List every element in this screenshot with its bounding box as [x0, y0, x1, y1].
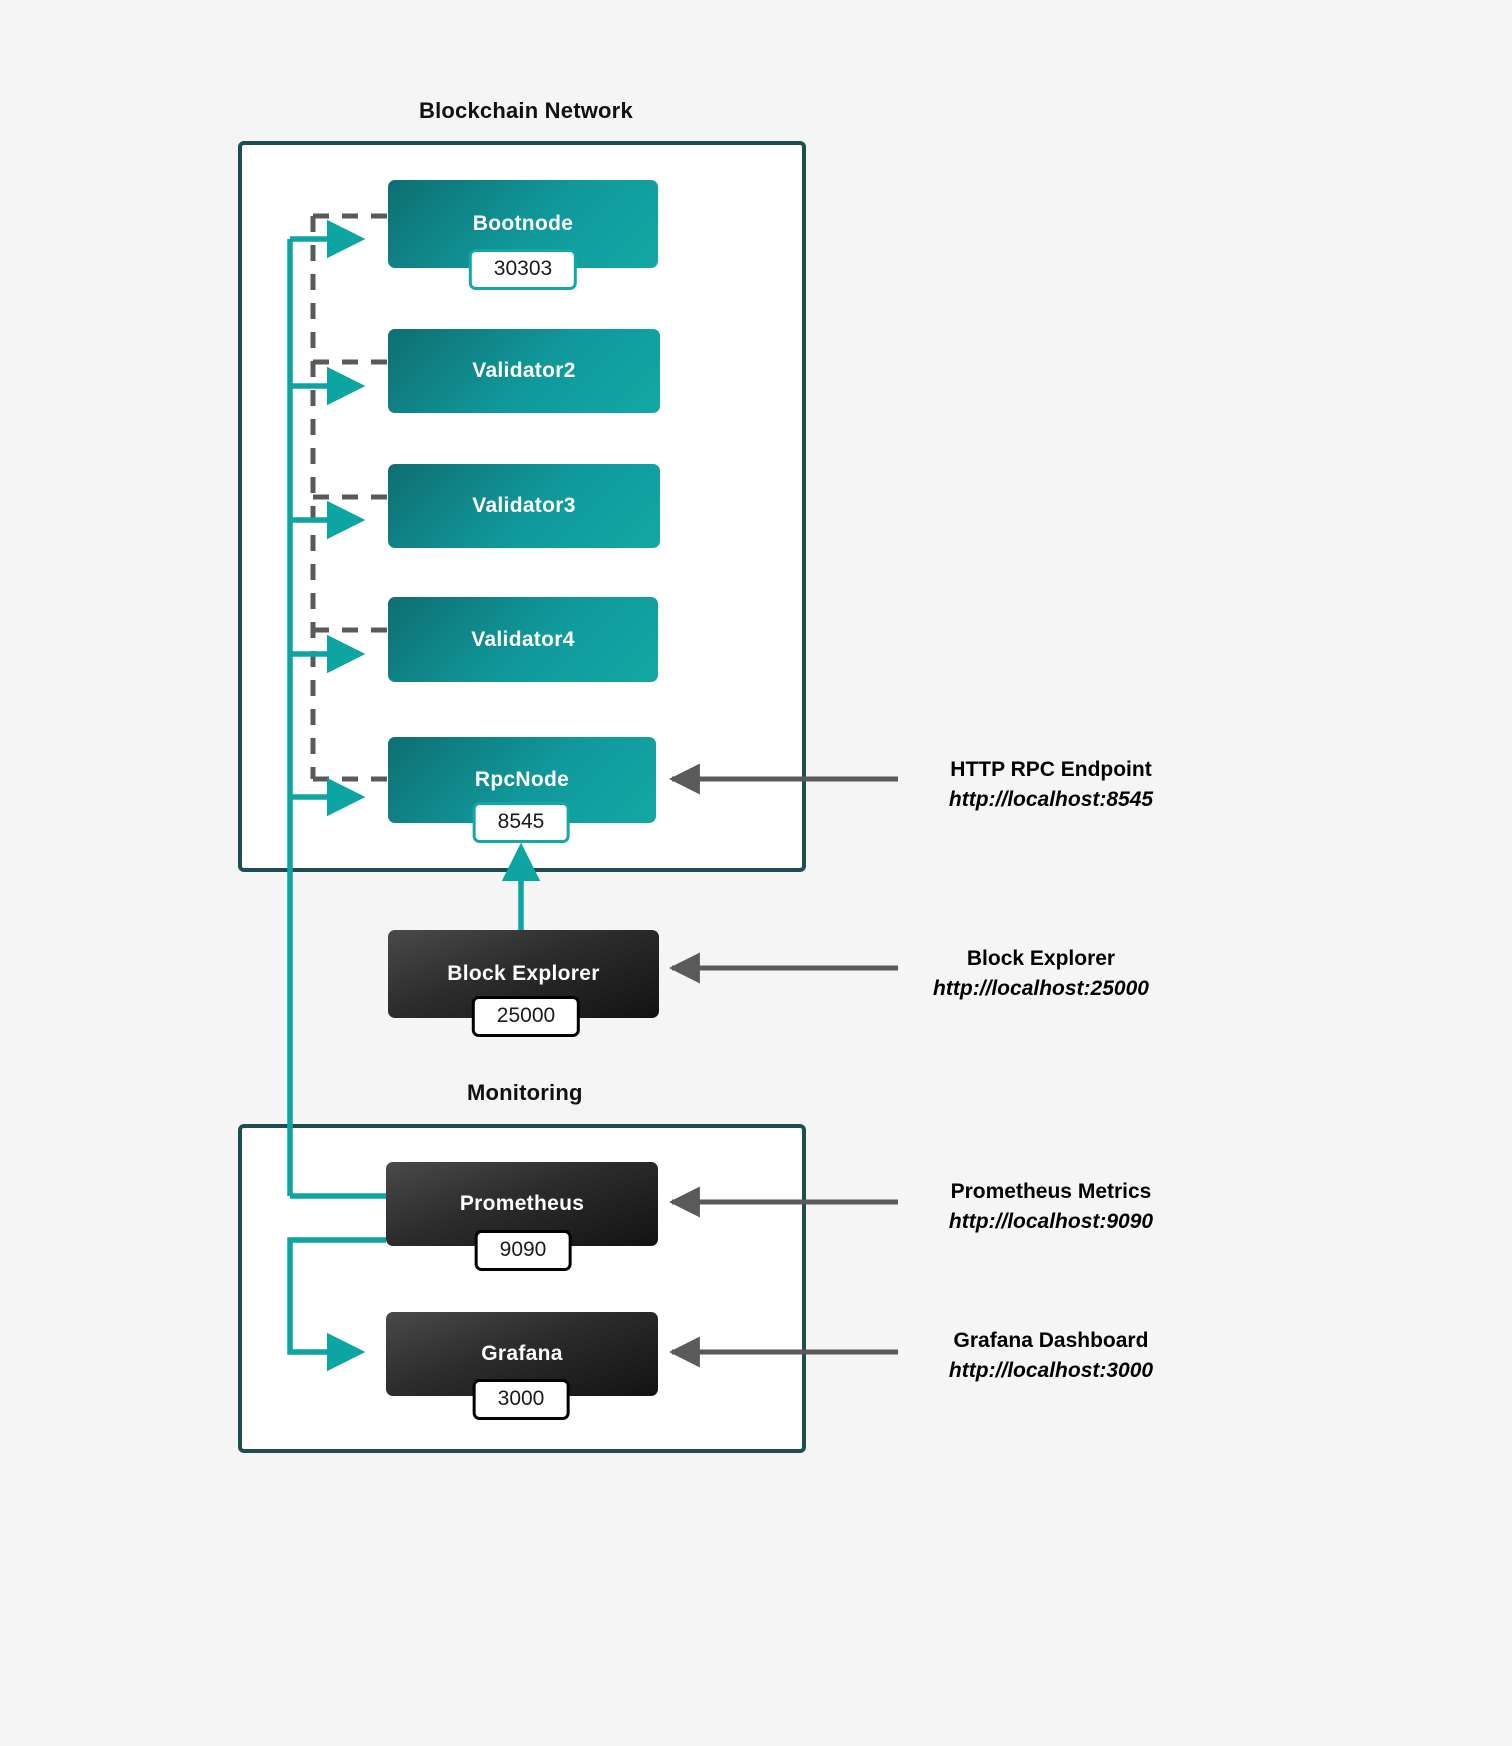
node-rpcnode-port: 8545: [472, 802, 570, 843]
annotation-http-rpc-endpoint-title: HTTP RPC Endpoint: [950, 758, 1152, 781]
group-title-blockchain-network: Blockchain Network: [419, 98, 633, 123]
annotation-prometheus-metrics: Prometheus Metrics http://localhost:9090: [926, 1177, 1176, 1237]
annotation-grafana-dashboard: Grafana Dashboard http://localhost:3000: [926, 1326, 1176, 1386]
teal-p2p-bus: [287, 219, 386, 1199]
group-title-monitoring: Monitoring: [467, 1080, 583, 1105]
node-validator3[interactable]: Validator3: [388, 464, 660, 548]
annotation-block-explorer-title: Block Explorer: [966, 947, 1116, 970]
annotation-block-explorer: Block Explorer http://localhost:25000: [916, 944, 1166, 1004]
annotation-grafana-dashboard-url[interactable]: http://localhost:3000: [948, 1359, 1154, 1382]
dashed-bootstrap-bus: [310, 213, 388, 782]
node-grafana-port: 3000: [472, 1379, 570, 1420]
annotation-grafana-dashboard-title: Grafana Dashboard: [953, 1329, 1149, 1352]
annotation-prometheus-metrics-title: Prometheus Metrics: [950, 1180, 1152, 1203]
annotation-block-explorer-url[interactable]: http://localhost:25000: [933, 977, 1149, 1000]
node-block-explorer-port: 25000: [471, 996, 581, 1037]
annotation-prometheus-metrics-url[interactable]: http://localhost:9090: [948, 1210, 1154, 1233]
edge-prometheus-to-grafana: [287, 1237, 386, 1372]
annotation-http-rpc-endpoint-url[interactable]: http://localhost:8545: [948, 788, 1154, 811]
annotation-http-rpc-endpoint: HTTP RPC Endpoint http://localhost:8545: [926, 755, 1176, 815]
node-prometheus-port: 9090: [474, 1230, 572, 1271]
node-bootnode-port: 30303: [468, 249, 578, 290]
